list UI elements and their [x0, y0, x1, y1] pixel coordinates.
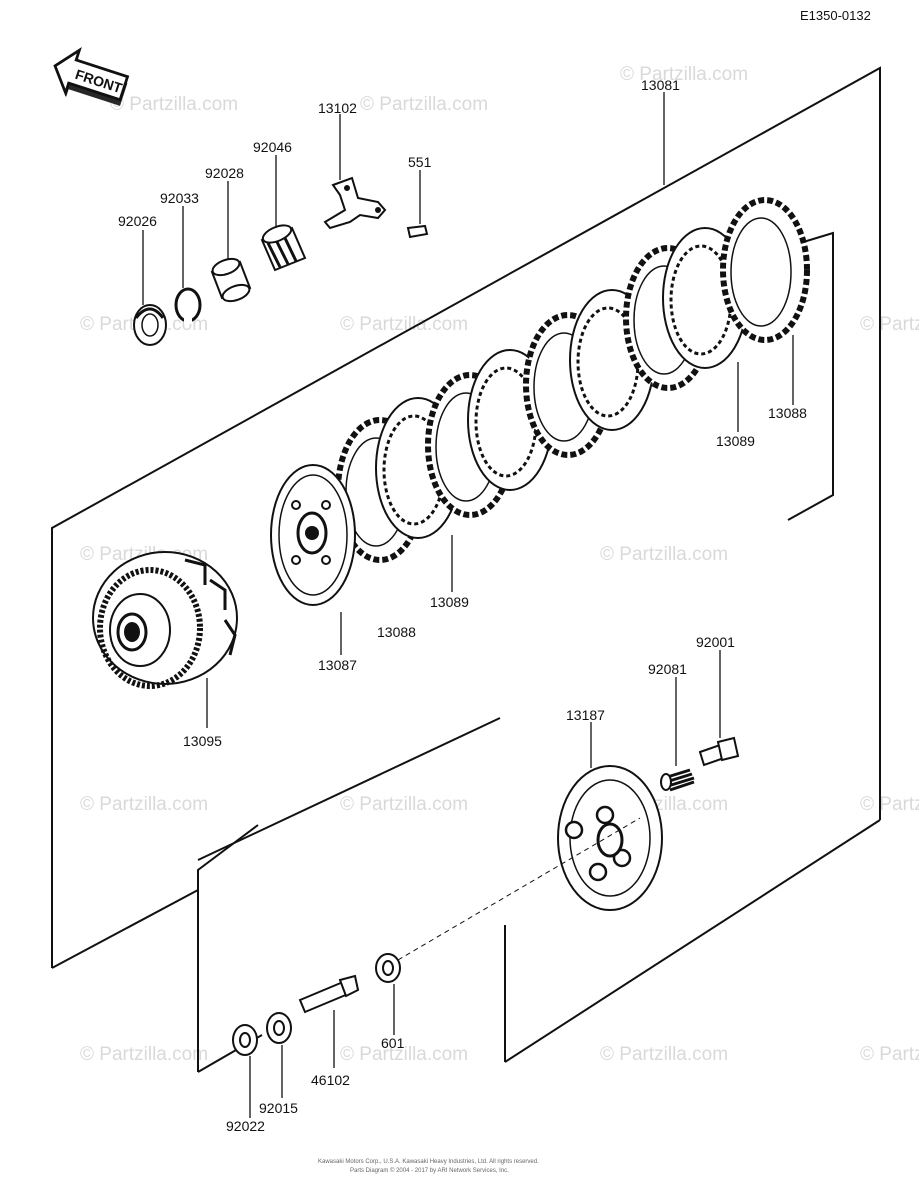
part-label-92001: 92001	[696, 634, 735, 650]
collar-92028	[210, 257, 252, 303]
spring-92081	[660, 768, 695, 792]
part-label-13088: 13088	[768, 405, 807, 421]
part-label-13089: 13089	[430, 594, 469, 610]
part-label-92033: 92033	[160, 190, 199, 206]
watermark: © Partzilla.com	[860, 794, 919, 815]
clutch-housing-13095	[92, 551, 238, 689]
footer-line: Kawasaki Motors Corp., U.S.A. Kawasaki H…	[318, 1159, 539, 1165]
part-label-13089: 13089	[716, 433, 755, 449]
part-label-13087: 13087	[318, 657, 357, 673]
oil-seal-92026	[133, 304, 167, 346]
part-label-92026: 92026	[118, 213, 157, 229]
lower-bracket-outline	[197, 717, 501, 1073]
part-label-13081: 13081	[641, 77, 680, 93]
watermark: © Partzilla.com	[340, 1044, 468, 1065]
part-label-92015: 92015	[259, 1100, 298, 1116]
bearing-601	[375, 953, 401, 983]
watermark: © Partzilla.com	[360, 94, 488, 115]
clutch-plates-stack	[335, 197, 810, 563]
push-rod-46102	[298, 974, 360, 1014]
watermark: © Partzilla.com	[620, 64, 748, 85]
watermark: © Partzilla.com	[600, 1044, 728, 1065]
plates-bracket	[787, 231, 834, 521]
part-label-92022: 92022	[226, 1118, 265, 1134]
front-arrow-icon: FRONT	[53, 47, 130, 106]
watermark: © Partzilla.com	[340, 314, 468, 335]
watermark: © Partzilla.com	[80, 1044, 208, 1065]
washer-92022	[232, 1024, 258, 1056]
friction-plate	[720, 197, 810, 343]
watermark: © Partzilla.com	[860, 314, 919, 335]
part-label-46102: 46102	[311, 1072, 350, 1088]
watermark: © Partzilla.com	[600, 544, 728, 565]
pin-551	[406, 224, 429, 239]
watermark: © Partzilla.com	[110, 94, 238, 115]
part-label-92081: 92081	[648, 661, 687, 677]
diagram-code: E1350-0132	[800, 8, 871, 23]
clutch-hub-13087	[270, 464, 356, 606]
part-label-551: 551	[408, 154, 432, 170]
watermark: © Partzilla.com	[80, 794, 208, 815]
watermark: © Partzilla.com	[340, 794, 468, 815]
watermark: © Partzilla.com	[860, 1044, 919, 1065]
part-label-92028: 92028	[205, 165, 244, 181]
circlip-92033	[174, 287, 202, 324]
footer-line: Parts Diagram © 2004 - 2017 by ARI Netwo…	[350, 1167, 509, 1174]
pressure-plate-13187	[557, 765, 663, 911]
part-label-92046: 92046	[253, 139, 292, 155]
needle-bearing-92046	[260, 224, 307, 272]
part-label-13088: 13088	[377, 624, 416, 640]
part-label-13095: 13095	[183, 733, 222, 749]
nut-92015	[266, 1012, 292, 1044]
part-labels: 13081 13102 551 92046 92028 92033 92026 …	[118, 77, 807, 1134]
part-label-601: 601	[381, 1035, 405, 1051]
part-label-13102: 13102	[318, 100, 357, 116]
part-label-13187: 13187	[566, 707, 605, 723]
footer: Kawasaki Motors Corp., U.S.A. Kawasaki H…	[318, 1159, 539, 1174]
release-lever-13102	[323, 176, 387, 230]
assembly-outline	[51, 66, 881, 1063]
axis-line	[397, 817, 641, 961]
bolt-92001	[698, 736, 740, 767]
